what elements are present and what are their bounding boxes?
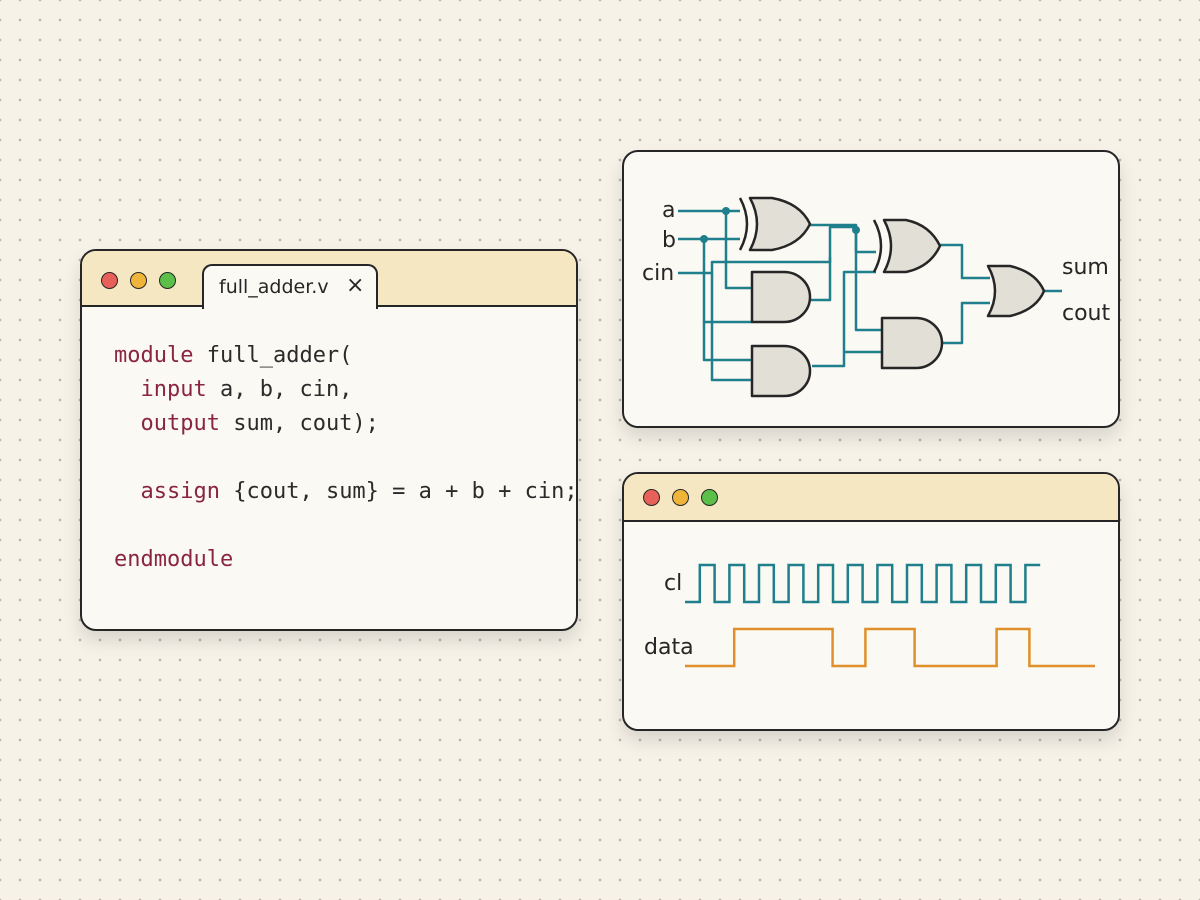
output-label-sum: sum	[1062, 255, 1109, 280]
wire-xor1-out	[806, 223, 876, 254]
wire-and2-out	[812, 270, 876, 368]
wire-b-tap2	[702, 322, 752, 362]
wire-and1-out	[810, 257, 832, 302]
maximize-window-button[interactable]	[159, 272, 176, 289]
code-text: {cout, sum} = a + b + cin;	[219, 479, 578, 504]
wire-and3-out	[942, 301, 990, 345]
waveform-titlebar	[624, 474, 1118, 522]
maximize-window-button[interactable]	[701, 489, 718, 506]
wire-xor2-out	[936, 243, 990, 280]
and-gate-1	[750, 270, 812, 324]
signal-trace-data	[685, 627, 1095, 668]
junction-xor1	[852, 226, 860, 234]
xor-gate-1	[748, 196, 812, 252]
junction-a	[722, 207, 730, 215]
code-line: module full_adder(	[114, 339, 576, 373]
code-area[interactable]: module full_adder( input a, b, cin, outp…	[114, 339, 578, 577]
wire-xor1-split	[854, 230, 882, 332]
code-text	[114, 411, 141, 436]
wire-cin	[678, 271, 752, 382]
minimize-window-button[interactable]	[130, 272, 147, 289]
code-line: input a, b, cin,	[114, 373, 576, 407]
code-keyword: endmodule	[114, 547, 234, 572]
code-line	[114, 441, 576, 475]
and-gate-2	[750, 344, 812, 398]
file-tab-label: full_adder.v	[219, 276, 329, 298]
waveform-window: cl data	[622, 472, 1120, 731]
input-label-cin: cin	[642, 261, 674, 286]
waveform-view: cl data	[644, 563, 1095, 668]
close-window-button[interactable]	[101, 272, 118, 289]
code-keyword: assign	[140, 479, 220, 504]
xor-gate-1-back	[738, 197, 749, 251]
code-text: full_adder(	[193, 343, 353, 368]
code-keyword: input	[140, 377, 207, 402]
and-gate-3	[880, 316, 944, 370]
xor-gate-2	[882, 218, 942, 274]
code-text	[114, 479, 141, 504]
output-label-cout: cout	[1062, 301, 1110, 326]
close-window-button[interactable]	[643, 489, 660, 506]
code-line: endmodule	[114, 543, 576, 577]
code-text: sum, cout);	[219, 411, 379, 436]
junction-b	[700, 235, 708, 243]
code-text: a, b, cin,	[206, 377, 353, 402]
editor-titlebar: full_adder.v ×	[82, 251, 576, 309]
wire-a-tap	[724, 211, 752, 290]
code-text	[114, 377, 141, 402]
code-line: output sum, cout);	[114, 407, 576, 441]
code-line: assign {cout, sum} = a + b + cin;	[114, 475, 578, 509]
circuit-window: a b cin sum cout	[622, 150, 1120, 428]
code-line	[114, 509, 576, 543]
code-keyword: module	[114, 343, 194, 368]
minimize-window-button[interactable]	[672, 489, 689, 506]
or-gate	[986, 264, 1046, 318]
xor-gate-2-back	[872, 219, 883, 273]
code-keyword: output	[140, 411, 220, 436]
input-label-a: a	[662, 198, 675, 223]
input-label-b: b	[662, 228, 676, 253]
code-editor-window: full_adder.v × module full_adder( input …	[80, 249, 578, 631]
signal-label-data: data	[644, 635, 694, 660]
file-tab[interactable]: full_adder.v ×	[202, 264, 378, 309]
circuit-schematic: a b cin sum cout	[642, 196, 1110, 398]
signal-label-cl: cl	[664, 571, 682, 596]
close-tab-icon[interactable]: ×	[346, 273, 365, 298]
signal-trace-cl	[685, 563, 1041, 604]
